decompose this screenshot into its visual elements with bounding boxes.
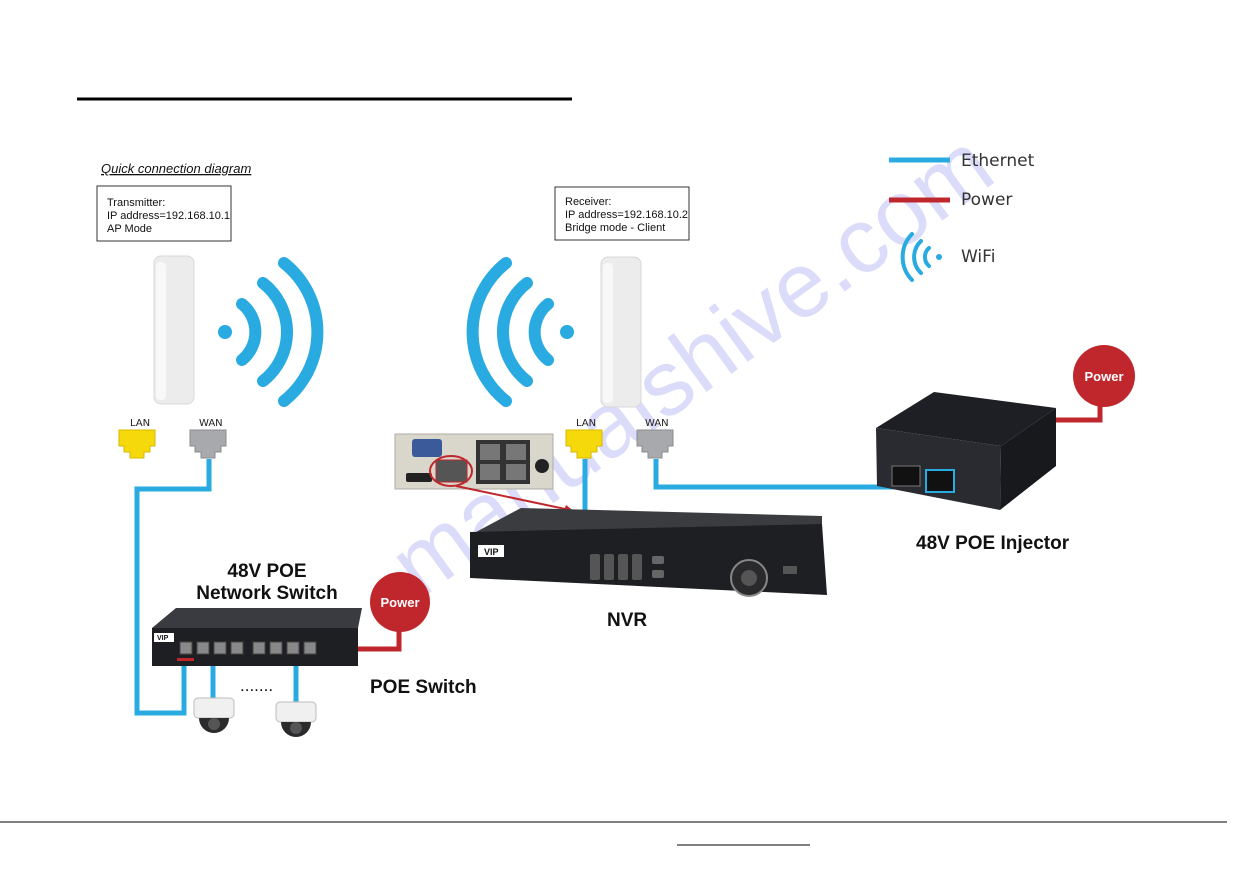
diagram-caption: Quick connection diagram [101,161,251,176]
transmitter-wan-label: WAN [199,418,223,429]
svg-text:Power: Power [1084,369,1123,384]
poe-switch-label: POE Switch [370,677,477,698]
nvr-brand-logo: VIP [484,547,499,557]
cameras-ellipsis: ....... [240,676,273,695]
transmitter-antenna [153,255,195,405]
legend-ethernet-label: Ethernet [961,151,1035,171]
transmitter-wifi-icon [218,257,324,407]
nvr-label: NVR [607,610,647,631]
injector-power-badge: Power [1073,345,1135,407]
switch-power-badge: Power [370,572,430,632]
transmitter-mode: AP Mode [107,223,152,235]
dome-camera-2 [275,701,317,737]
dome-camera-1 [193,697,235,733]
switch-title-line2: Network Switch [196,583,337,604]
legend-power-label: Power [961,190,1012,210]
receiver-ip: IP address=192.168.10.2 [565,209,688,221]
poe-injector-device [876,392,1056,510]
transmitter-wan-to-switch-cable [134,459,212,716]
receiver-antenna [600,256,642,408]
receiver-wan-port-icon [636,429,674,459]
legend-wifi-label: WiFi [961,247,995,267]
nvr-device: VIP [470,508,827,597]
transmitter-title: Transmitter: [107,197,165,209]
receiver-wifi-icon [466,257,574,407]
poe-injector-label: 48V POE Injector [916,533,1070,554]
switch-title-line1: 48V POE [227,561,306,582]
rear-panel-arrow [455,485,571,511]
receiver-wan-to-injector-cable [653,459,935,490]
nvr-rear-panel [394,433,554,490]
wifi-icon [900,232,942,282]
switch-brand-logo: VIP [157,635,169,642]
ethernet-cables [134,459,935,716]
receiver-info-box: Receiver: IP address=192.168.10.2 Bridge… [554,186,690,241]
receiver-wan-label: WAN [645,418,669,429]
transmitter-lan-port-icon [118,429,156,459]
highlighted-port-marker [429,455,473,487]
transmitter-info-box: Transmitter: IP address=192.168.10.1 AP … [96,185,232,242]
transmitter-lan-label: LAN [130,418,150,429]
receiver-mode: Bridge mode - Client [565,222,665,234]
transmitter-wan-port-icon [189,429,227,459]
receiver-lan-label: LAN [576,418,596,429]
svg-text:Power: Power [380,595,419,610]
receiver-title: Receiver: [565,196,611,208]
receiver-lan-port-icon [565,429,603,459]
poe-switch-device: VIP [152,608,362,666]
legend: Ethernet Power WiFi [889,151,1035,282]
transmitter-ip: IP address=192.168.10.1 [107,210,230,222]
